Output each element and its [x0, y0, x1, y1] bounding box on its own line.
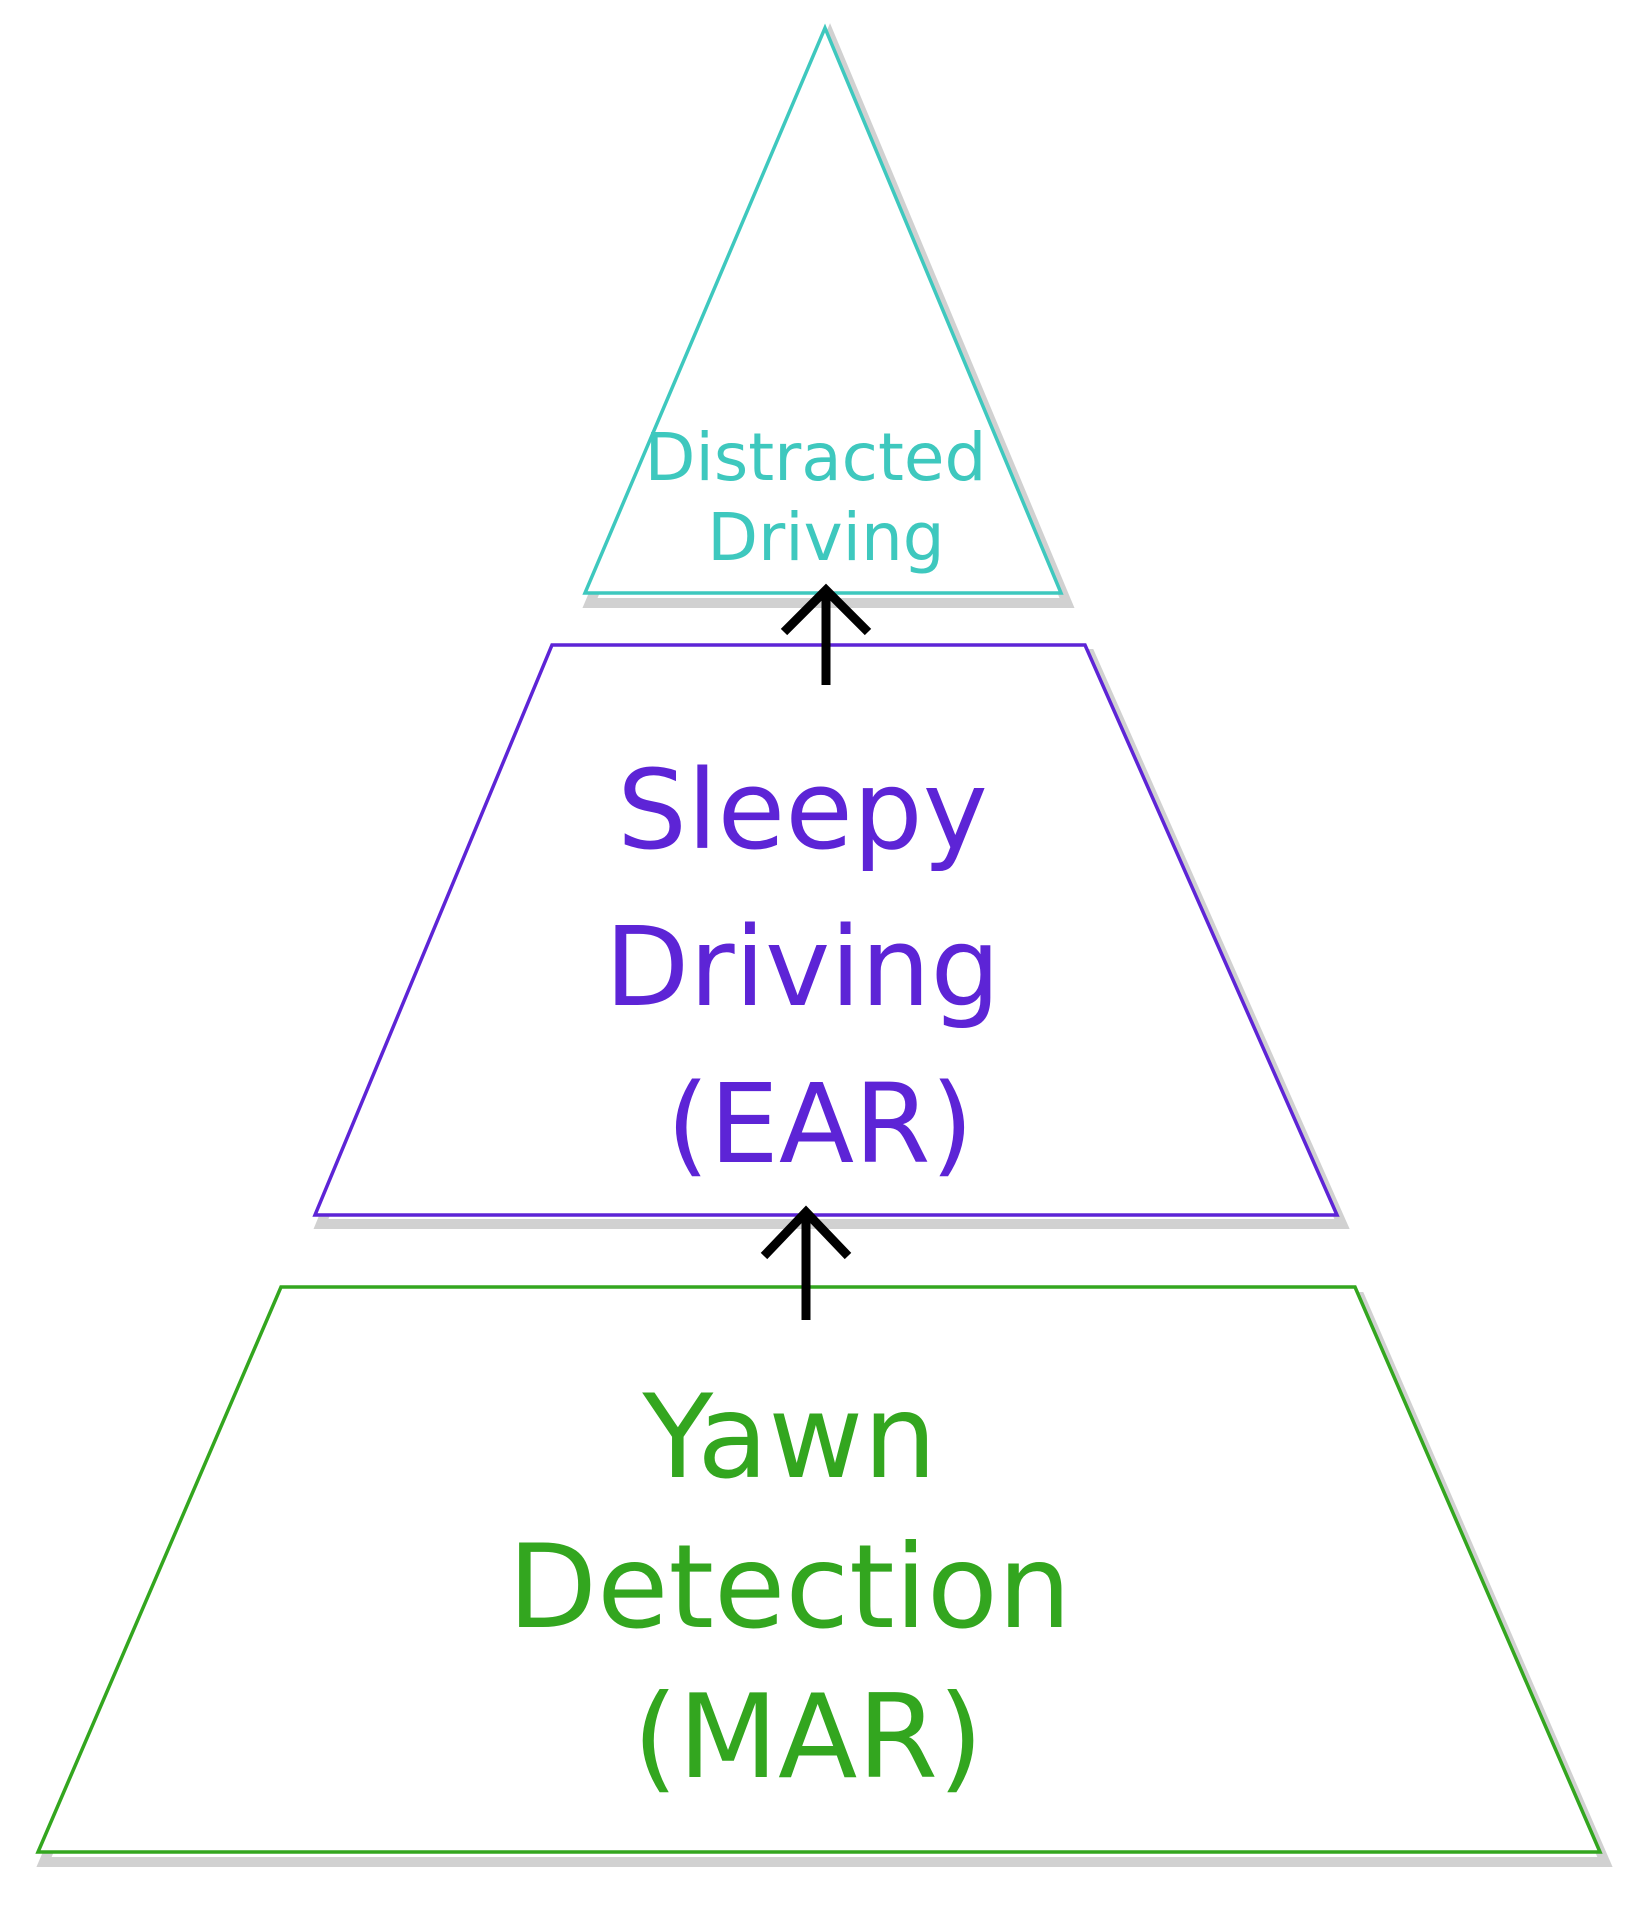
tier-bottom-label: Yawn Detection (MAR): [508, 1370, 1108, 1805]
tier-top-line-2: Driving: [707, 499, 944, 576]
tier-middle-label: Sleepy Driving (EAR): [605, 746, 1036, 1188]
tier-bottom: Yawn Detection (MAR): [35, 1285, 1613, 1867]
tier-middle-line-1: Sleepy: [617, 746, 988, 874]
tier-top: Distracted Driving: [582, 23, 1075, 608]
tier-top-label: Distracted Driving: [645, 419, 1008, 576]
tier-bottom-line-1: Yawn: [641, 1370, 936, 1505]
tier-bottom-shape: [35, 1285, 1603, 1854]
tier-middle: Sleepy Driving (EAR): [312, 643, 1350, 1229]
arrow-up-icon: [760, 1205, 852, 1320]
tier-bottom-line-2: Detection: [508, 1520, 1072, 1655]
tier-middle-line-3: (EAR): [666, 1060, 973, 1188]
tier-middle-shape: [312, 643, 1340, 1217]
tier-middle-line-2: Driving: [605, 903, 1001, 1031]
tier-top-line-1: Distracted: [645, 419, 987, 496]
tier-bottom-line-3: (MAR): [633, 1670, 984, 1805]
arrow-up-icon: [780, 583, 872, 685]
